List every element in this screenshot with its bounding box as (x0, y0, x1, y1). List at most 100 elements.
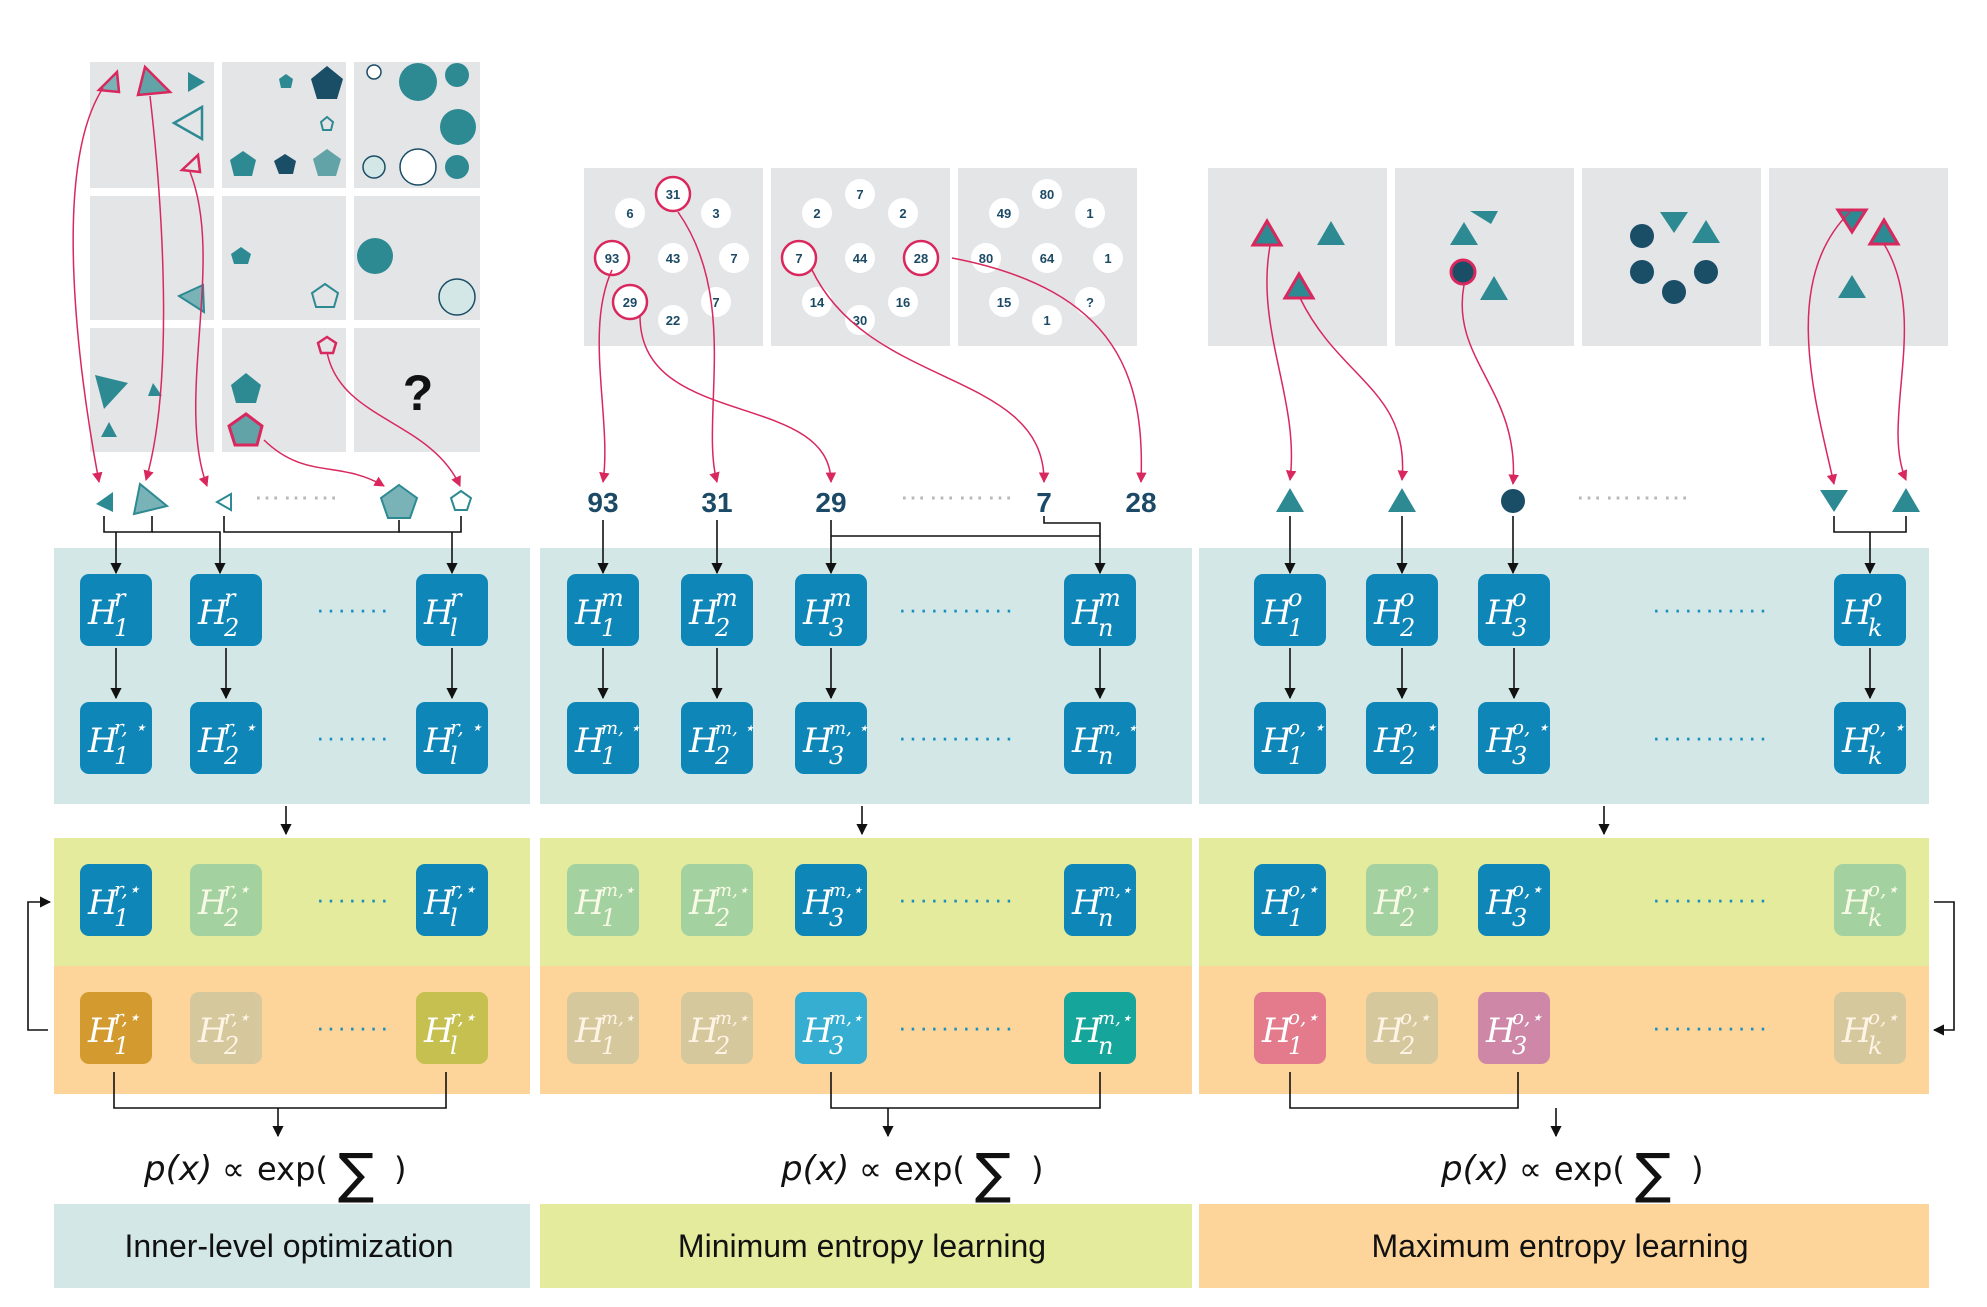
caption-min-bg (540, 1204, 1192, 1288)
node-superscript: m (601, 584, 624, 612)
circle-shape (1449, 258, 1477, 286)
number-circle (802, 198, 832, 228)
number-value: 64 (1040, 251, 1055, 266)
circle-shape (1501, 489, 1525, 513)
hypothesis-node: H2m, ⋆ (681, 702, 755, 774)
correspondence-arrows (72, 87, 1908, 487)
number-circle (593, 239, 631, 277)
node-symbol: H (1261, 883, 1293, 923)
connector (152, 531, 226, 575)
row-ellipsis: ··········· (898, 594, 1015, 624)
hypothesis-node: H1o, ⋆ (1254, 702, 1326, 774)
hypothesis-node: Hlr, ⋆ (416, 702, 488, 774)
node-box (681, 702, 753, 774)
formula-close: ) (394, 1150, 406, 1188)
node-superscript: o,⋆ (1868, 1005, 1899, 1029)
node-subscript: 1 (601, 742, 616, 770)
node-symbol: H (1841, 721, 1873, 761)
node-subscript: 2 (714, 614, 730, 642)
node-superscript: o,⋆ (1512, 877, 1543, 901)
number-value: 1 (1104, 251, 1111, 266)
node-symbol: H (423, 1011, 455, 1051)
hypothesis-node: H2o,⋆ (1366, 992, 1438, 1064)
pink-arrow (1807, 211, 1851, 486)
formula-px: p(x) (780, 1149, 849, 1189)
triangle-shape (176, 283, 206, 314)
number-circle (888, 287, 918, 317)
pink-arrow (143, 95, 165, 482)
node-box (1366, 702, 1438, 774)
node-superscript: o,⋆ (1288, 877, 1319, 901)
node-subscript: k (1868, 614, 1883, 642)
node-subscript: 2 (223, 904, 239, 932)
triangle-shape (1276, 488, 1304, 512)
node-subscript: 1 (1288, 614, 1303, 642)
attribute-number: 31 (701, 487, 732, 518)
attribute-number: 93 (587, 487, 618, 518)
caption-inner-level-optimization: Inner-level optimization (124, 1228, 453, 1264)
node-subscript: l (450, 904, 458, 932)
row-ellipsis: ··········· (1652, 1012, 1769, 1042)
node-symbol: H (1261, 721, 1293, 761)
number-circle (989, 287, 1019, 317)
node-symbol: H (802, 721, 834, 761)
number-value: 28 (914, 251, 928, 266)
pentagon-shape (311, 66, 343, 99)
node-symbol: H (87, 593, 119, 633)
node-symbol: H (1841, 883, 1873, 923)
formula-exp: exp( (1554, 1150, 1625, 1188)
node-subscript: l (450, 1032, 458, 1060)
number-circle (1093, 243, 1123, 273)
node-symbol: H (1841, 593, 1873, 633)
node-box (1834, 702, 1906, 774)
hypothesis-node: Hko, ⋆ (1834, 702, 1906, 774)
node-symbol: H (1485, 721, 1517, 761)
hypothesis-node: H1o (1254, 574, 1326, 646)
formula-sum: ∑ (338, 1142, 374, 1205)
number-circle (845, 305, 875, 335)
formula-px: p(x) (143, 1149, 212, 1189)
node-box (80, 702, 152, 774)
pink-arrow (677, 211, 720, 484)
node-superscript: o (1288, 584, 1302, 612)
number-circle (1032, 243, 1062, 273)
formula-sum: ∑ (1635, 1142, 1671, 1205)
number-circle (902, 239, 940, 277)
number-value: 7 (795, 251, 802, 266)
row-ellipsis: ··········· (898, 1012, 1015, 1042)
triangle-shape (1388, 488, 1416, 512)
pentagon-shape (230, 151, 256, 176)
hypothesis-node: H3m,⋆ (795, 864, 867, 936)
number-value: 7 (730, 251, 737, 266)
number-value: 15 (997, 295, 1011, 310)
pink-arrow (811, 269, 1050, 484)
node-symbol: H (688, 721, 720, 761)
object-puzzle (1208, 168, 1948, 346)
node-symbol: H (802, 593, 834, 633)
ellipsis: ⋯⋯⋯⋯ (1576, 482, 1692, 512)
node-box (80, 992, 152, 1064)
node-superscript: o, ⋆ (1512, 715, 1549, 739)
node-superscript: r (224, 584, 237, 612)
node-box (1834, 992, 1906, 1064)
number-circle (701, 198, 731, 228)
hypothesis-node: Hlr,⋆ (416, 992, 488, 1064)
node-symbol: H (688, 593, 720, 633)
node-symbol: H (1485, 1011, 1517, 1051)
connector (1043, 516, 1106, 575)
number-value: 14 (810, 295, 825, 310)
object-cell (1582, 168, 1761, 346)
node-symbol: H (1485, 593, 1517, 633)
triangle-shape (96, 69, 121, 94)
hypothesis-node: H1o,⋆ (1254, 992, 1326, 1064)
triangle-shape (1450, 222, 1478, 245)
node-box (190, 864, 262, 936)
number-circle (1075, 287, 1105, 317)
node-superscript: o (1868, 584, 1882, 612)
object-cell (1769, 168, 1948, 346)
node-superscript: r, ⋆ (450, 715, 483, 739)
hypothesis-node: H2r, ⋆ (190, 702, 262, 774)
hypothesis-node: H2m,⋆ (681, 864, 753, 936)
